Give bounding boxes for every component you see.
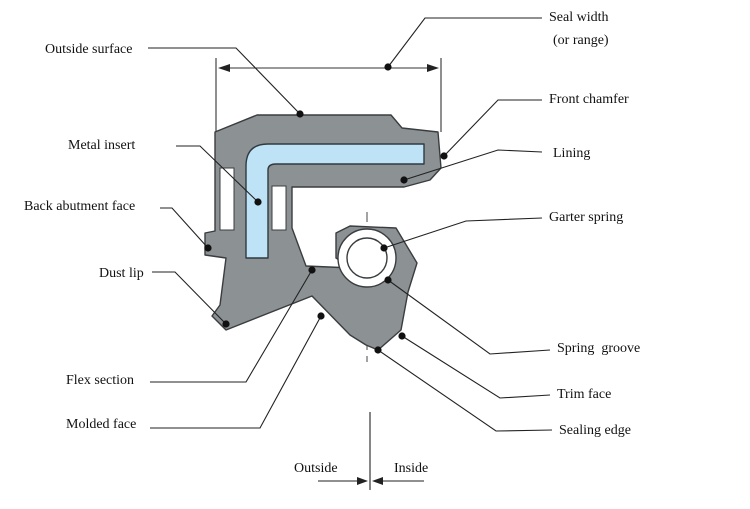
label-outside: Outside xyxy=(294,461,338,476)
leader-back-abutment-face xyxy=(160,207,209,249)
labels: Seal width (or range) Outside surface Fr… xyxy=(24,10,640,476)
leader-sealing-edge xyxy=(377,349,553,432)
width-arrow-left xyxy=(218,64,230,72)
label-metal-insert: Metal insert xyxy=(68,138,135,153)
leader-metal-insert xyxy=(176,145,259,203)
back-hollow-left xyxy=(219,167,235,231)
back-hollow-right xyxy=(271,185,287,231)
garter-spring-inner xyxy=(346,237,388,279)
label-sealing-edge: Sealing edge xyxy=(559,423,631,438)
label-garter-spring: Garter spring xyxy=(549,210,623,225)
seal-width-dimension xyxy=(215,58,442,132)
orientation-indicator xyxy=(318,412,424,490)
leader-trim-face xyxy=(401,335,551,399)
dot-seal-width xyxy=(384,63,392,71)
outside-arrowhead xyxy=(357,477,368,485)
dot-flex-section xyxy=(308,266,316,274)
dot-front-chamfer xyxy=(440,152,448,160)
seal-body xyxy=(204,114,442,351)
label-seal-width: Seal width xyxy=(549,10,609,25)
label-trim-face: Trim face xyxy=(557,387,611,402)
leader-lines xyxy=(148,17,553,432)
width-arrow-right xyxy=(427,64,439,72)
dot-metal-insert xyxy=(254,198,262,206)
dot-molded-face xyxy=(317,312,325,320)
label-lining: Lining xyxy=(553,146,590,161)
label-back-abutment-face: Back abutment face xyxy=(24,199,135,214)
leader-dust-lip xyxy=(152,271,227,325)
dot-sealing-edge xyxy=(374,346,382,354)
leader-spring-groove xyxy=(387,279,551,355)
dot-garter-spring xyxy=(380,244,388,252)
label-front-chamfer: Front chamfer xyxy=(549,92,629,107)
callout-dots xyxy=(204,63,448,354)
leader-flex-section xyxy=(150,269,313,383)
leader-outside-surface xyxy=(148,47,301,115)
metal-insert-shape xyxy=(245,143,425,259)
label-dust-lip: Dust lip xyxy=(99,266,144,281)
dot-back-abutment-face xyxy=(204,244,212,252)
dot-outside-surface xyxy=(296,110,304,118)
label-flex-section: Flex section xyxy=(66,373,134,388)
leader-garter-spring xyxy=(383,217,543,249)
label-molded-face: Molded face xyxy=(66,417,136,432)
leader-seal-width xyxy=(387,17,542,68)
leader-front-chamfer xyxy=(443,99,542,157)
label-outside-surface: Outside surface xyxy=(45,42,132,57)
label-seal-width-range: (or range) xyxy=(553,33,609,48)
dot-dust-lip xyxy=(222,320,230,328)
dot-lining xyxy=(400,176,408,184)
label-inside: Inside xyxy=(394,461,428,476)
leader-lining xyxy=(403,149,543,181)
label-spring-groove: Spring groove xyxy=(557,341,640,356)
dot-trim-face xyxy=(398,332,406,340)
dot-spring-groove xyxy=(384,276,392,284)
inside-arrowhead xyxy=(372,477,383,485)
leader-molded-face xyxy=(150,315,322,429)
